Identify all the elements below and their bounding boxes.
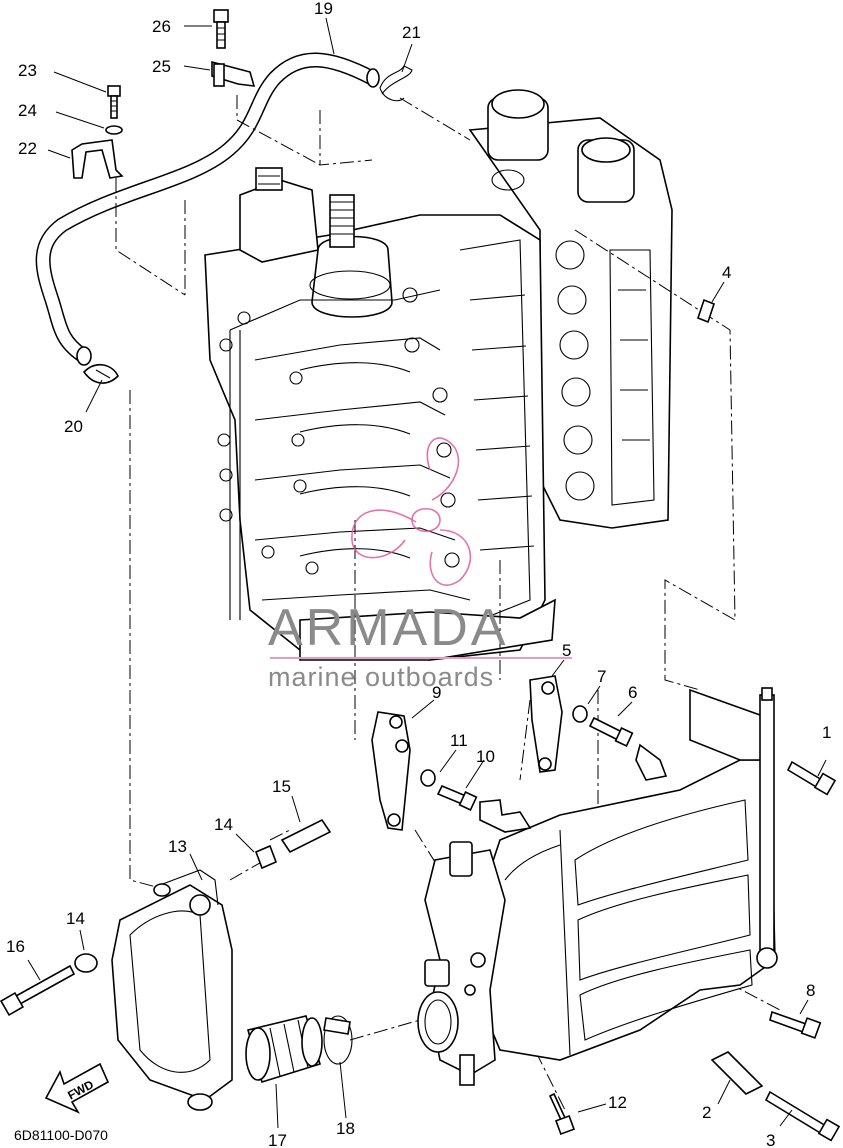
callout-2: 2 bbox=[702, 1103, 711, 1122]
bolt-12 bbox=[548, 1092, 575, 1135]
bolt-3 bbox=[764, 1090, 841, 1142]
callout-11: 11 bbox=[450, 731, 468, 750]
callout-23: 23 bbox=[18, 61, 37, 80]
clamp-18 bbox=[323, 1015, 353, 1065]
throttle-body bbox=[417, 841, 506, 1086]
watermark-brand-name: ARMADA bbox=[268, 599, 509, 657]
callout-8: 8 bbox=[806, 981, 815, 1000]
collar-14-upper bbox=[254, 844, 278, 870]
watermark-divider bbox=[270, 657, 572, 659]
pipe-15 bbox=[280, 818, 332, 854]
bolt-10 bbox=[436, 784, 478, 811]
bracket-5 bbox=[529, 675, 563, 773]
callout-5: 5 bbox=[562, 641, 571, 660]
callout-22: 22 bbox=[18, 139, 37, 158]
collar-14-lower bbox=[74, 953, 98, 973]
callout-10: 10 bbox=[476, 747, 495, 766]
callout-20: 20 bbox=[64, 417, 83, 436]
callout-17: 17 bbox=[268, 1131, 287, 1148]
joint-17 bbox=[245, 1015, 323, 1084]
bolt-23 bbox=[107, 85, 121, 119]
armada-logo-icon bbox=[351, 437, 472, 586]
callout-15: 15 bbox=[272, 777, 291, 796]
silencer-13 bbox=[111, 869, 233, 1111]
engine-block bbox=[204, 89, 673, 661]
callout-16: 16 bbox=[6, 937, 25, 956]
fwd-arrow-icon: FWD bbox=[44, 1062, 110, 1114]
hose-19 bbox=[35, 52, 380, 366]
callout-labels: 1 2 3 4 5 6 7 8 9 10 11 12 13 14 14 15 1… bbox=[6, 0, 831, 1148]
callout-21: 21 bbox=[402, 23, 421, 42]
drawing-code: 6D81100-D070 bbox=[14, 1127, 108, 1143]
bolt-6 bbox=[588, 716, 634, 747]
bolt-26 bbox=[213, 9, 229, 49]
washer-24 bbox=[105, 125, 123, 135]
watermark-tagline: marine outboards bbox=[268, 662, 495, 692]
bolt-1 bbox=[786, 760, 837, 796]
callout-9: 9 bbox=[432, 683, 441, 702]
leader-lines bbox=[27, 17, 827, 1129]
callout-26: 26 bbox=[152, 17, 171, 36]
callout-12: 12 bbox=[608, 1093, 627, 1112]
washer-7 bbox=[572, 705, 588, 723]
callout-6: 6 bbox=[628, 683, 637, 702]
sleeve-2 bbox=[710, 1051, 764, 1095]
washer-11 bbox=[420, 769, 436, 787]
callout-3: 3 bbox=[766, 1131, 775, 1148]
bracket-22 bbox=[71, 139, 124, 179]
pin-4 bbox=[697, 298, 715, 324]
callout-14-upper: 14 bbox=[214, 815, 233, 834]
bracket-25 bbox=[211, 60, 256, 87]
clip-21 bbox=[379, 65, 413, 102]
callout-1: 1 bbox=[822, 723, 831, 742]
callout-18: 18 bbox=[336, 1119, 355, 1138]
callout-14-lower: 14 bbox=[66, 909, 85, 928]
callout-4: 4 bbox=[722, 263, 731, 282]
callout-7: 7 bbox=[597, 667, 606, 686]
callout-24: 24 bbox=[18, 101, 37, 120]
callout-13: 13 bbox=[168, 837, 187, 856]
bracket-9 bbox=[371, 711, 411, 831]
callout-19: 19 bbox=[314, 0, 333, 18]
callout-25: 25 bbox=[152, 57, 171, 76]
clamp-20 bbox=[82, 364, 119, 384]
bolt-16 bbox=[0, 964, 76, 1017]
bolt-8 bbox=[769, 1010, 822, 1039]
